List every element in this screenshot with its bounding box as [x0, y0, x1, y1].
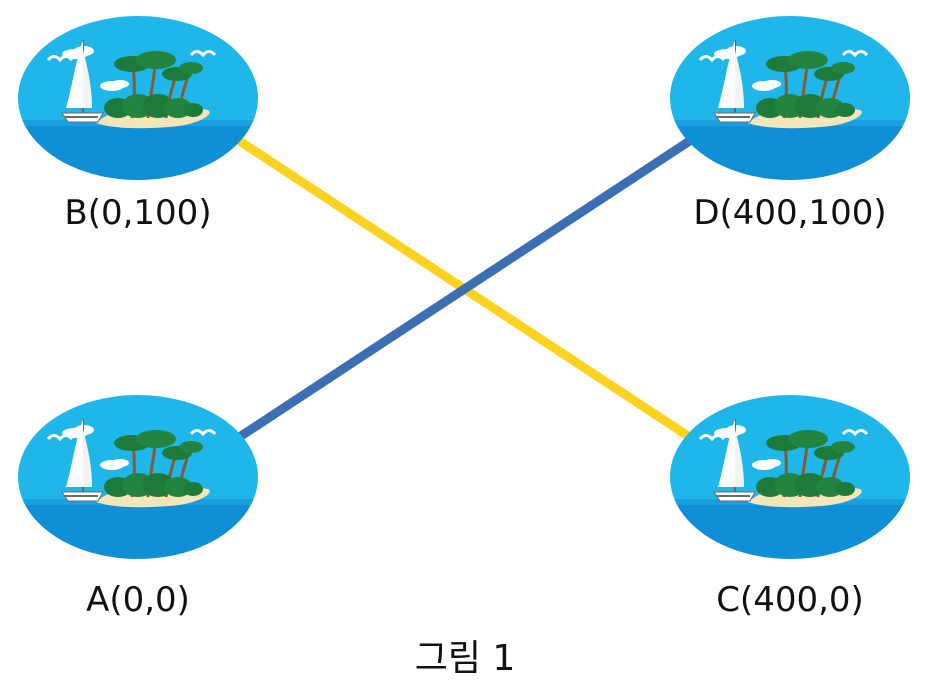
label-c: C(400,0) — [716, 580, 864, 620]
island-sailboat-icon — [18, 395, 258, 559]
island-sailboat-icon — [18, 16, 258, 180]
node-d — [670, 16, 910, 180]
label-b: B(0,100) — [64, 193, 211, 233]
node-a — [18, 395, 258, 559]
island-sailboat-icon — [670, 395, 910, 559]
island-sailboat-icon — [670, 16, 910, 180]
node-b — [18, 16, 258, 180]
edge-a-d — [236, 137, 693, 441]
label-a: A(0,0) — [86, 580, 190, 620]
figure-caption: 그림 1 — [415, 638, 516, 679]
node-c — [670, 395, 910, 559]
label-d: D(400,100) — [693, 193, 886, 233]
